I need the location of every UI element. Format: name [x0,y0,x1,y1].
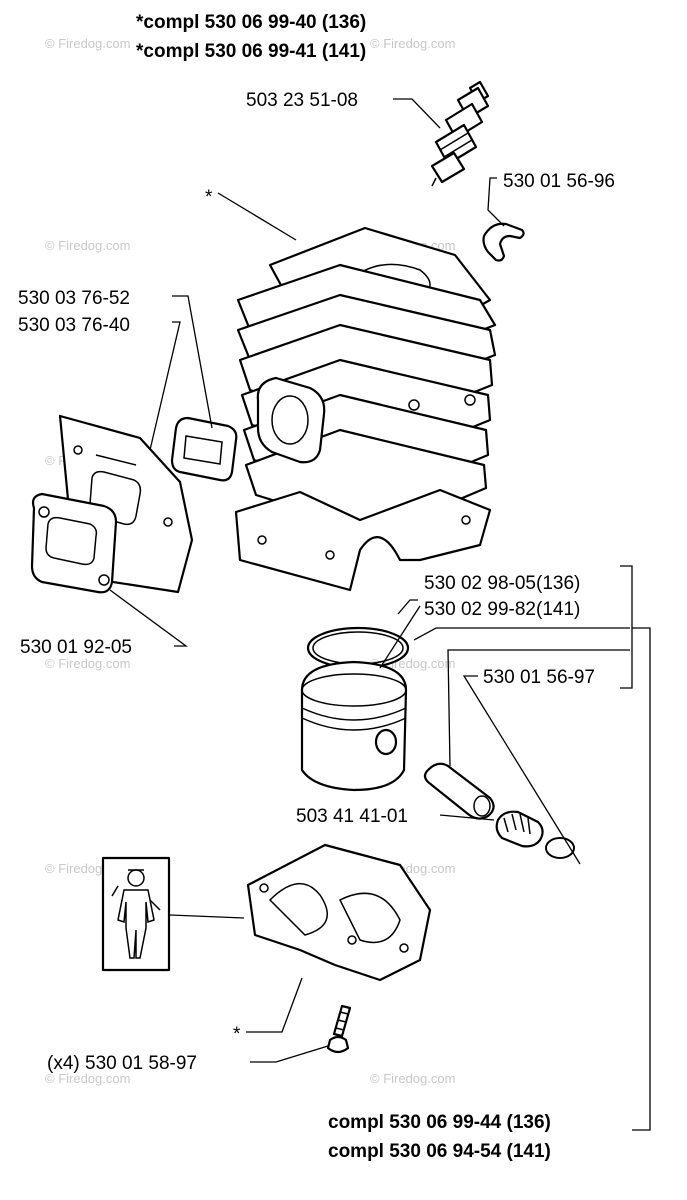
gasket-small [30,492,118,594]
label-crankcase-star: * [233,1024,241,1045]
cylinder [234,226,497,592]
assembly-header-line1: *compl 530 06 99-40 (136) [136,12,366,33]
label-cylinder-star: * [205,187,213,208]
piston [300,660,408,792]
label-screw: (x4) 530 01 58-97 [47,1053,197,1074]
label-spark-plug: 503 23 51-08 [246,90,358,111]
clip-top [482,222,525,262]
label-piston-b: 530 02 99-82(141) [424,599,580,620]
needle-bearing [495,810,544,848]
watermark: © Firedog.com [45,238,130,253]
label-clip-top: 530 01 56-96 [503,171,615,192]
watermark: © Firedog.com [370,656,455,671]
label-gasket-c: 530 01 92-05 [20,637,132,658]
bracket-piston-kit [620,565,633,689]
assembly-footer-line2: compl 530 06 94-54 (141) [328,1141,551,1162]
spark-plug [430,80,490,187]
label-gasket-b: 530 03 76-40 [18,315,130,336]
watermark: © Firedog.com [370,1071,455,1086]
watermark: © Firedog.com [370,36,455,51]
label-piston-a: 530 02 98-05(136) [424,573,580,594]
wrist-pin [423,762,495,820]
screw [326,1004,352,1054]
intake-boot [170,416,238,482]
crankcase [246,843,432,982]
assembly-header-line2: *compl 530 06 99-41 (141) [136,41,366,62]
label-wrist-pin: 530 01 56-97 [483,667,595,688]
label-bearing: 503 41 41-01 [296,806,408,827]
assembly-footer-line1: compl 530 06 99-44 (136) [328,1112,551,1133]
watermark: © Firedog.com [45,656,130,671]
mechanic-icon [101,856,171,972]
label-gasket-a: 530 03 76-52 [18,288,130,309]
watermark: © Firedog.com [45,1071,130,1086]
watermark: © Firedog.com [45,36,130,51]
circlip [545,837,575,859]
